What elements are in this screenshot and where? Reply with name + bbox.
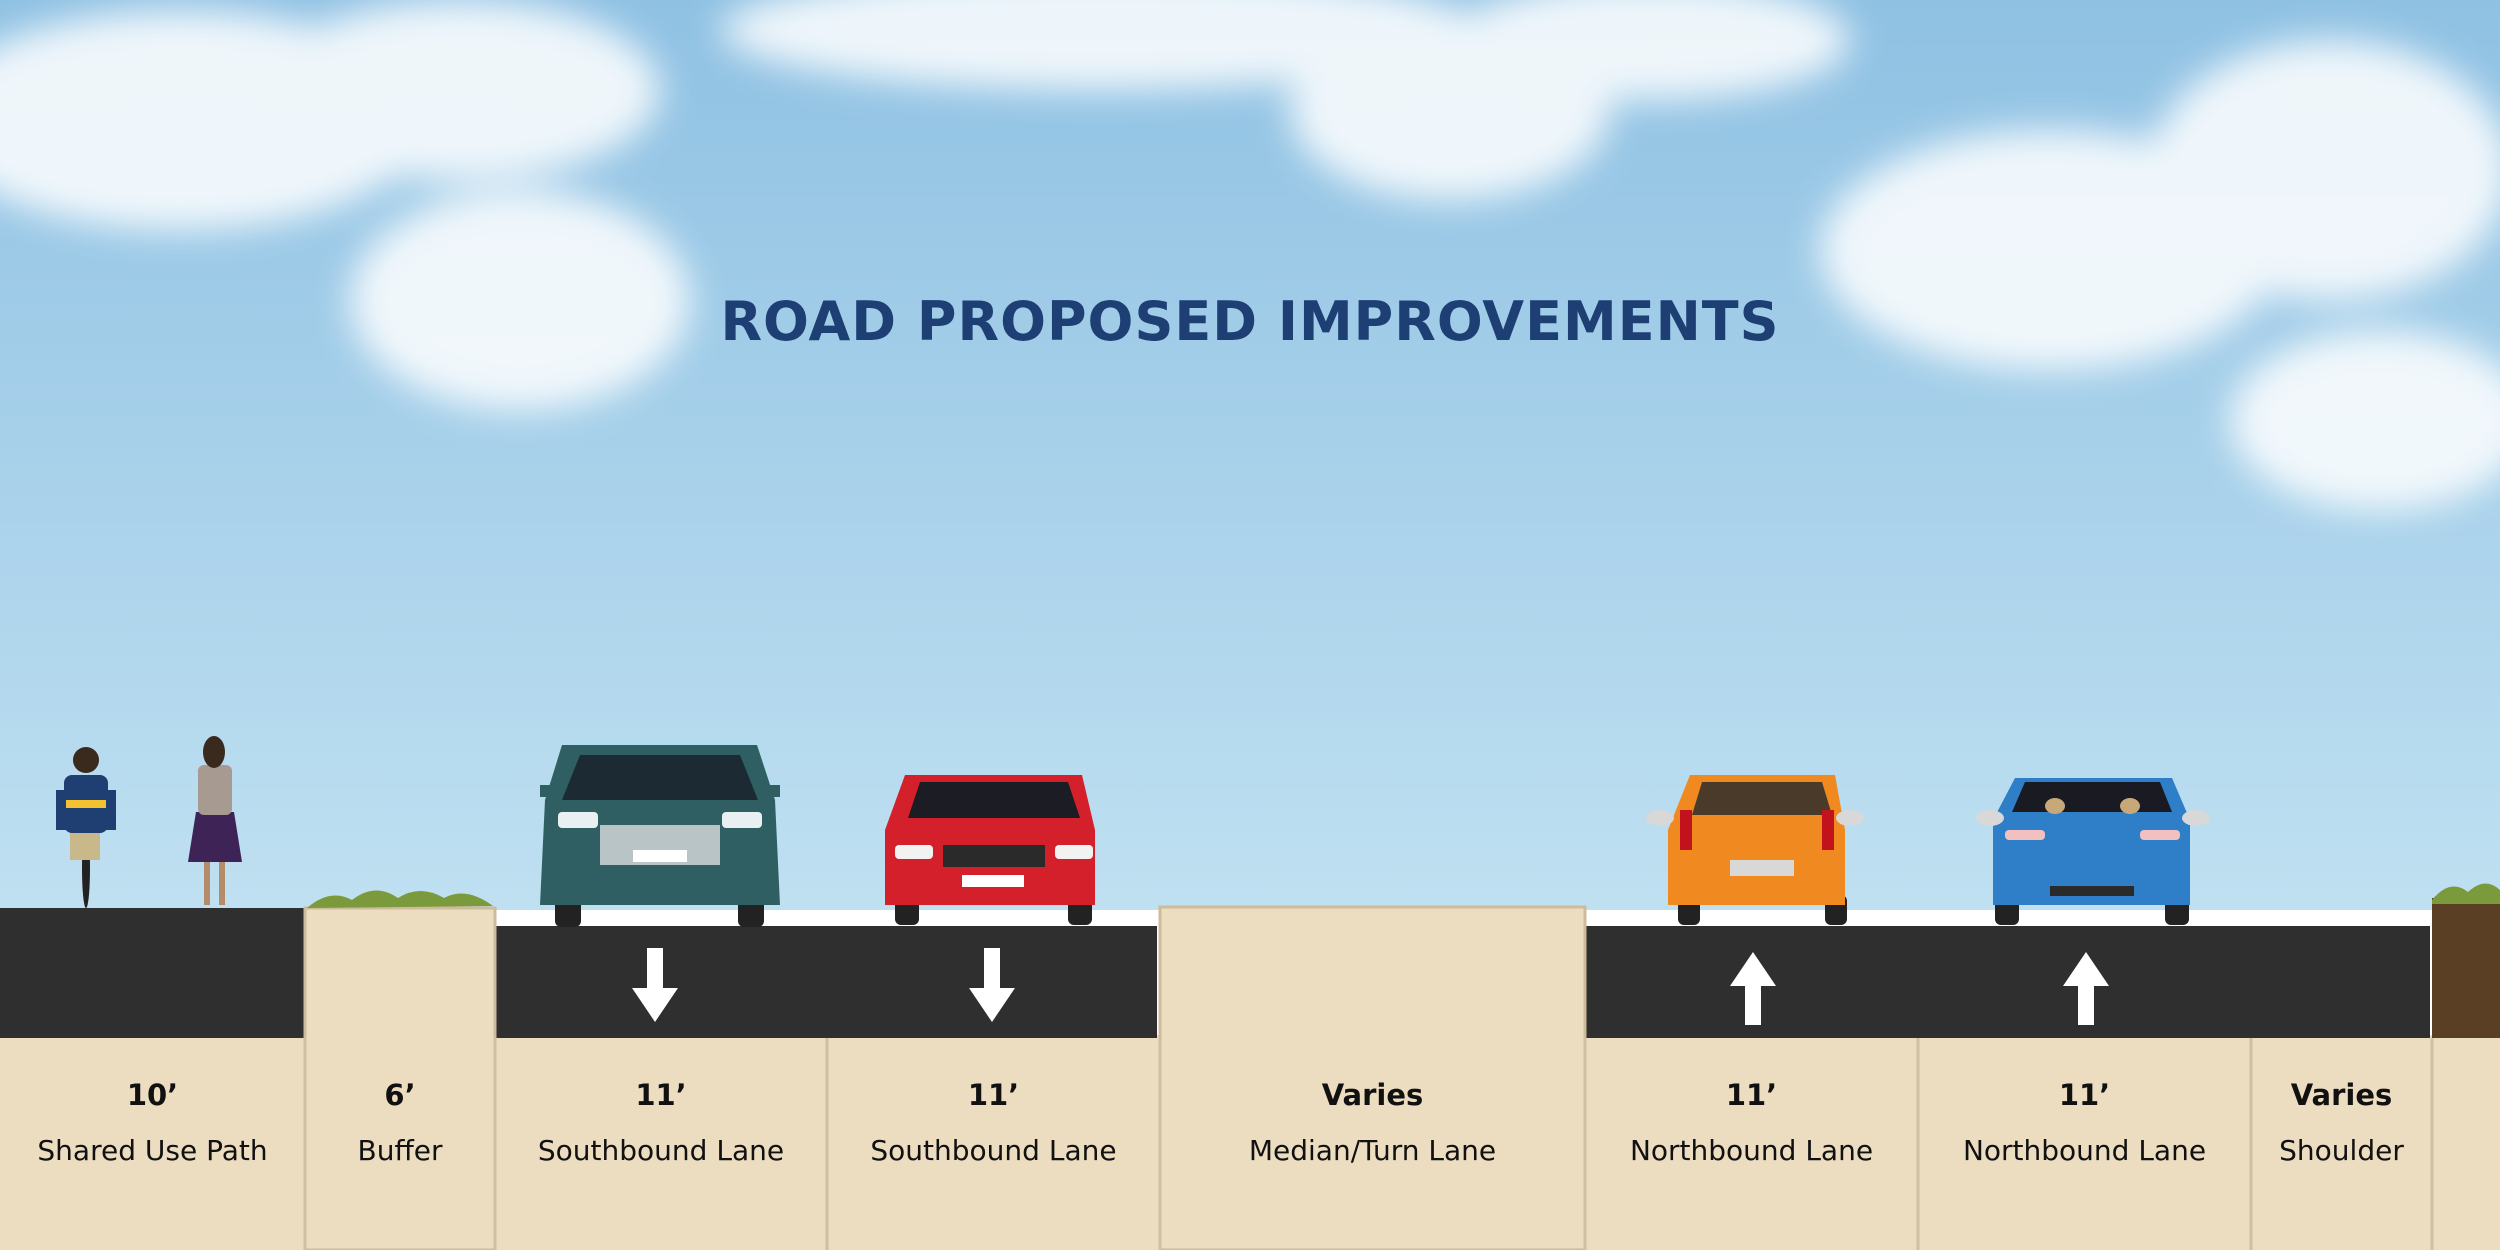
- buffer-grass: [307, 890, 493, 908]
- segment-width: 11’: [967, 1078, 1020, 1112]
- clouds: [0, 0, 2500, 510]
- shoulder-soil: [2432, 898, 2500, 1038]
- cyclist-icon: [56, 747, 116, 908]
- segment-name: Southbound Lane: [537, 1134, 785, 1167]
- arrow-down-icon: [632, 948, 678, 1022]
- segment-southbound-lane-2: 11’ Southbound Lane: [827, 1038, 1160, 1250]
- arrow-up-icon: [2063, 952, 2109, 1025]
- suv-icon: [540, 745, 780, 927]
- arrow-down-icon: [969, 948, 1015, 1022]
- segment-shared-use-path: 10’ Shared Use Path: [0, 1038, 305, 1250]
- median-block: [1158, 905, 1587, 1250]
- column-dividers: [303, 1038, 2434, 1250]
- segment-width: 11’: [1725, 1078, 1778, 1112]
- segment-name: Median/Turn Lane: [1248, 1134, 1497, 1167]
- segment-median-turn-lane: Varies Median/Turn Lane: [1160, 1038, 1585, 1250]
- segment-shoulder: Varies Shoulder: [2251, 1038, 2432, 1250]
- segment-width: Varies: [1321, 1078, 1424, 1112]
- segment-width: 10’: [126, 1078, 179, 1112]
- segment-northbound-lane-2: 11’ Northbound Lane: [1918, 1038, 2251, 1250]
- path-surface: [0, 908, 305, 1038]
- arrow-up-icon: [1730, 952, 1776, 1025]
- segment-name: Northbound Lane: [1629, 1134, 1874, 1167]
- sedan-icon: [885, 775, 1095, 925]
- segment-name: Buffer: [357, 1134, 443, 1167]
- southbound-surface: [495, 926, 1157, 1038]
- segment-width: 6’: [384, 1078, 416, 1112]
- pedestrian-icon: [188, 736, 242, 905]
- segment-width: Varies: [2290, 1078, 2393, 1112]
- segment-name: Northbound Lane: [1962, 1134, 2207, 1167]
- segment-width: 11’: [2058, 1078, 2111, 1112]
- segment-southbound-lane-1: 11’ Southbound Lane: [495, 1038, 827, 1250]
- segment-name: Southbound Lane: [870, 1134, 1117, 1167]
- convertible-icon: [1976, 778, 2210, 925]
- northbound-surface: [1585, 926, 2430, 1038]
- segment-name: Shoulder: [2279, 1134, 2404, 1167]
- diagram-title: ROAD PROPOSED IMPROVEMENTS: [720, 290, 1780, 353]
- segment-width: 11’: [635, 1078, 687, 1112]
- hatchback-icon: [1646, 775, 1864, 925]
- segment-northbound-lane-1: 11’ Northbound Lane: [1585, 1038, 1918, 1250]
- segment-buffer: 6’ Buffer: [305, 1038, 495, 1250]
- shoulder-grass: [2432, 883, 2500, 904]
- segment-name: Shared Use Path: [37, 1134, 268, 1167]
